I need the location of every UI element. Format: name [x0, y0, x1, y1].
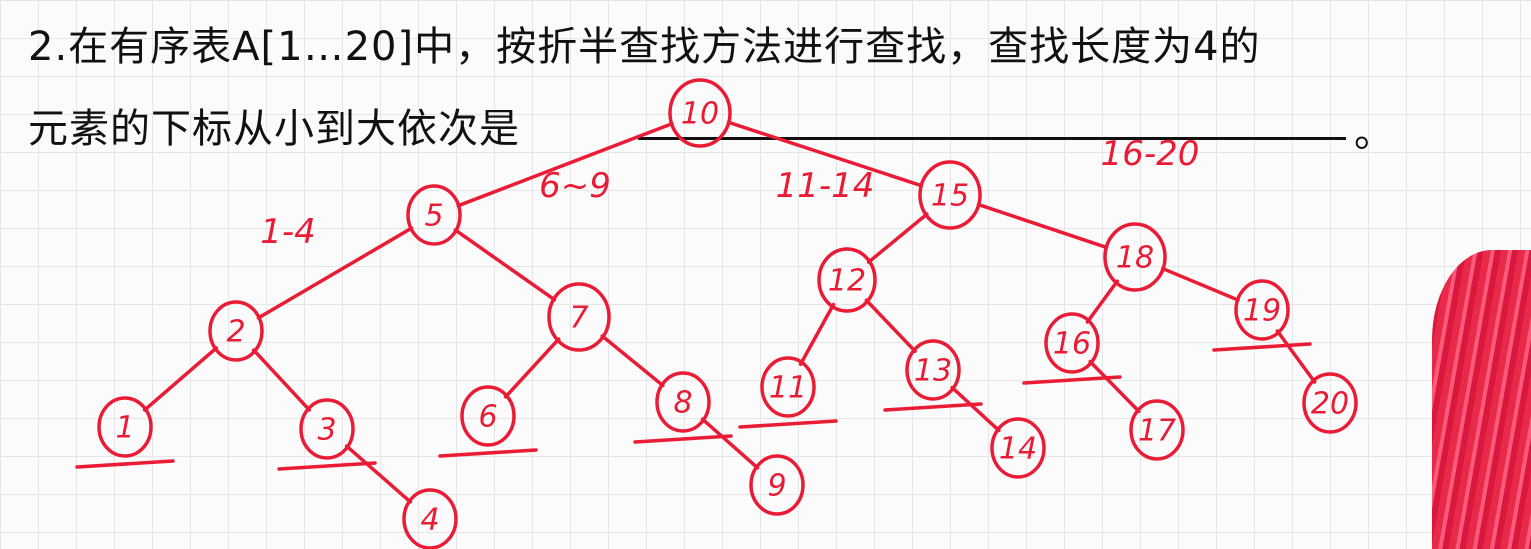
tree-edge-10-15: [726, 120, 924, 188]
node-circle-11: [760, 356, 816, 418]
node-circle-6: [460, 385, 516, 447]
node-underline-13: [883, 402, 983, 412]
tree-node-15: 15: [918, 160, 982, 230]
tree-node-12: 12: [817, 247, 877, 313]
tree-node-6: 6: [438, 385, 538, 458]
tree-node-5: 5: [406, 184, 462, 246]
node-circle-10: [668, 78, 732, 148]
tree-node-18: 18: [1103, 222, 1167, 292]
range-label-2: 11-14: [776, 166, 875, 206]
question-line-2: 元素的下标从小到大依次是: [28, 106, 520, 152]
node-label-9: 9: [767, 469, 786, 504]
node-circle-12: [817, 247, 877, 313]
tree-node-3: 3: [277, 398, 377, 471]
node-circle-3: [299, 398, 355, 460]
presenter-hand: [1432, 250, 1531, 549]
node-circle-17: [1129, 399, 1185, 461]
node-label-1: 1: [115, 411, 134, 446]
tree-node-10: 10: [668, 78, 732, 148]
tree-node-13: 13: [883, 339, 983, 412]
node-label-7: 7: [569, 301, 588, 336]
tree-edge-19-20: [1275, 329, 1317, 384]
tree-edge-15-18: [976, 202, 1109, 250]
node-underline-19: [1212, 342, 1312, 352]
tree-edge-5-2: [256, 226, 414, 320]
node-circle-5: [406, 184, 462, 246]
node-label-11: 11: [769, 371, 807, 406]
node-circle-2: [208, 300, 264, 362]
node-label-14: 14: [999, 432, 1037, 467]
node-circle-18: [1103, 222, 1167, 292]
node-circle-13: [905, 339, 961, 401]
node-label-10: 10: [681, 97, 719, 132]
tree-edge-13-14: [950, 385, 1001, 433]
tree-node-9: 9: [749, 454, 805, 516]
tree-node-4: 4: [402, 488, 458, 549]
tree-node-2: 2: [208, 300, 264, 362]
tree-edge-12-11: [798, 302, 836, 366]
node-label-12: 12: [828, 264, 866, 299]
node-underline-1: [75, 459, 175, 469]
node-label-13: 13: [914, 354, 952, 389]
node-underline-16: [1022, 375, 1122, 385]
answer-blank: [638, 137, 1346, 140]
node-circle-14: [990, 417, 1046, 479]
node-label-2: 2: [226, 315, 245, 350]
tree-node-1: 1: [75, 396, 175, 469]
tree-edge-5-7: [453, 228, 557, 302]
tree-edge-10-5: [456, 121, 674, 208]
tree-edge-2-3: [251, 348, 312, 412]
node-circle-20: [1302, 372, 1358, 434]
node-label-20: 20: [1311, 387, 1349, 422]
tree-node-17: 17: [1129, 399, 1185, 461]
node-label-19: 19: [1243, 294, 1281, 329]
range-label-1: 6~9: [539, 166, 611, 206]
node-label-5: 5: [424, 199, 443, 234]
node-circle-7: [547, 282, 611, 352]
tree-node-11: 11: [738, 356, 838, 429]
node-label-15: 15: [931, 179, 969, 214]
node-circle-15: [918, 160, 982, 230]
question-period: 。: [1354, 110, 1394, 156]
tree-edge-15-12: [866, 212, 929, 264]
tree-edge-3-4: [344, 444, 413, 504]
range-label-3: 16-20: [1101, 134, 1200, 174]
node-underline-6: [438, 448, 538, 458]
tree-node-7: 7: [547, 282, 611, 352]
tree-edge-7-8: [600, 334, 665, 388]
range-label-0: 1-4: [260, 212, 316, 252]
tree-edge-16-17: [1088, 359, 1141, 414]
tree-node-16: 16: [1022, 312, 1122, 385]
tree-node-20: 20: [1302, 372, 1358, 434]
tree-edge-8-9: [700, 417, 760, 470]
node-underline-11: [738, 419, 838, 429]
question-line-1: 2.在有序表A[1…20]中，按折半查找方法进行查找，查找长度为4的: [28, 24, 1261, 70]
node-circle-19: [1234, 279, 1290, 341]
tree-edge-18-19: [1160, 266, 1240, 302]
node-underline-8: [633, 434, 733, 444]
node-circle-8: [655, 371, 711, 433]
node-label-16: 16: [1053, 327, 1091, 362]
tree-node-8: 8: [633, 371, 733, 444]
node-circle-16: [1044, 312, 1100, 374]
node-circle-9: [749, 454, 805, 516]
node-circle-1: [97, 396, 153, 458]
node-label-4: 4: [420, 503, 439, 538]
node-label-17: 17: [1138, 414, 1176, 449]
tree-node-19: 19: [1212, 279, 1312, 352]
tree-edge-12-13: [864, 298, 917, 353]
tree-edge-18-16: [1085, 279, 1120, 324]
node-label-8: 8: [673, 386, 692, 421]
tree-edge-7-6: [503, 337, 561, 399]
node-label-3: 3: [317, 413, 336, 448]
node-label-18: 18: [1116, 241, 1154, 276]
tree-node-14: 14: [990, 417, 1046, 479]
node-circle-4: [402, 488, 458, 549]
tree-edge-2-1: [142, 346, 219, 412]
node-label-6: 6: [478, 400, 497, 435]
node-underline-3: [277, 461, 377, 471]
